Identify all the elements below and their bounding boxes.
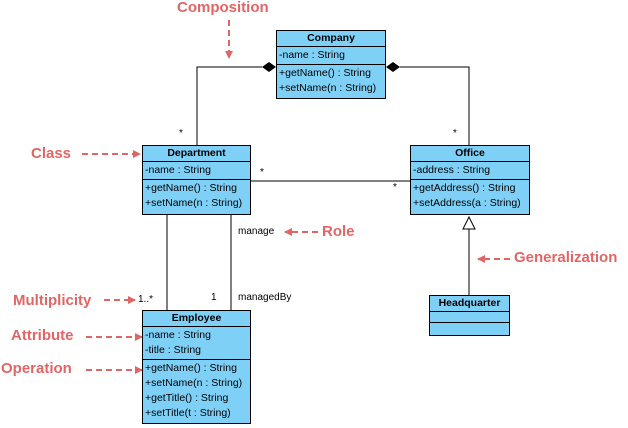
employee-operation: +getName() : String <box>145 362 237 374</box>
role-manage: manage <box>238 226 275 237</box>
multiplicity-employee: 1..* <box>138 294 154 305</box>
annotation-multiplicity: Multiplicity <box>13 292 92 309</box>
multiplicity-office-company: * <box>453 128 457 139</box>
employee-class-name: Employee <box>143 311 250 327</box>
company-class-name: Company <box>277 31 385 47</box>
annotation-role: Role <box>322 223 355 240</box>
employee-operation: +getTitle() : String <box>145 392 229 404</box>
headquarter-attributes <box>430 312 509 323</box>
department-operations: +getName() : String +setName(n : String) <box>143 180 250 212</box>
annotation-class: Class <box>31 145 72 162</box>
headquarter-operations <box>430 323 509 333</box>
multiplicity-department-office-right: * <box>393 182 397 193</box>
company-operations: +getName() : String +setName(n : String) <box>277 65 385 97</box>
role-managed-by: managedBy <box>238 292 292 303</box>
company-class[interactable]: Company -name : String +getName() : Stri… <box>276 30 386 99</box>
company-attribute: -name : String <box>279 49 345 61</box>
department-class[interactable]: Department -name : String +getName() : S… <box>142 145 251 215</box>
employee-operation: +setTitle(t : String) <box>145 407 231 419</box>
composition-line-department <box>196 66 262 145</box>
department-class-name: Department <box>143 146 250 162</box>
office-operation: +setAddress(a : String) <box>413 197 521 209</box>
department-operation: +setName(n : String) <box>145 197 243 209</box>
multiplicity-department-company: * <box>179 128 183 139</box>
employee-attribute: -name : String <box>145 329 211 341</box>
department-attribute: -name : String <box>145 164 211 176</box>
annotation-attribute: Attribute <box>11 327 74 344</box>
employee-operations: +getName() : String +setName(n : String)… <box>143 360 250 422</box>
annotation-composition: Composition <box>177 0 269 16</box>
office-class-name: Office <box>411 146 529 162</box>
office-attributes: -address : String <box>411 162 529 180</box>
office-operations: +getAddress() : String +setAddress(a : S… <box>411 180 529 212</box>
office-attribute: -address : String <box>413 164 491 176</box>
company-operation: +setName(n : String) <box>279 82 377 94</box>
office-class[interactable]: Office -address : String +getAddress() :… <box>410 145 530 215</box>
office-operation: +getAddress() : String <box>413 182 516 194</box>
annotation-generalization: Generalization <box>514 249 618 266</box>
multiplicity-department-office-left: * <box>260 167 264 178</box>
department-operation: +getName() : String <box>145 182 237 194</box>
employee-attribute: -title : String <box>145 344 202 356</box>
composition-diamond-office <box>386 62 400 72</box>
department-attributes: -name : String <box>143 162 250 180</box>
composition-diamond-department <box>262 62 276 72</box>
company-operation: +getName() : String <box>279 67 371 79</box>
headquarter-class-name: Headquarter <box>430 296 509 312</box>
annotation-operation: Operation <box>1 360 72 377</box>
multiplicity-manager: 1 <box>211 292 217 303</box>
headquarter-class[interactable]: Headquarter <box>429 295 510 336</box>
company-attributes: -name : String <box>277 47 385 65</box>
employee-attributes: -name : String -title : String <box>143 327 250 360</box>
composition-line-office <box>400 66 470 145</box>
generalization-arrowhead <box>462 215 476 230</box>
employee-class[interactable]: Employee -name : String -title : String … <box>142 310 251 424</box>
employee-operation: +setName(n : String) <box>145 377 243 389</box>
